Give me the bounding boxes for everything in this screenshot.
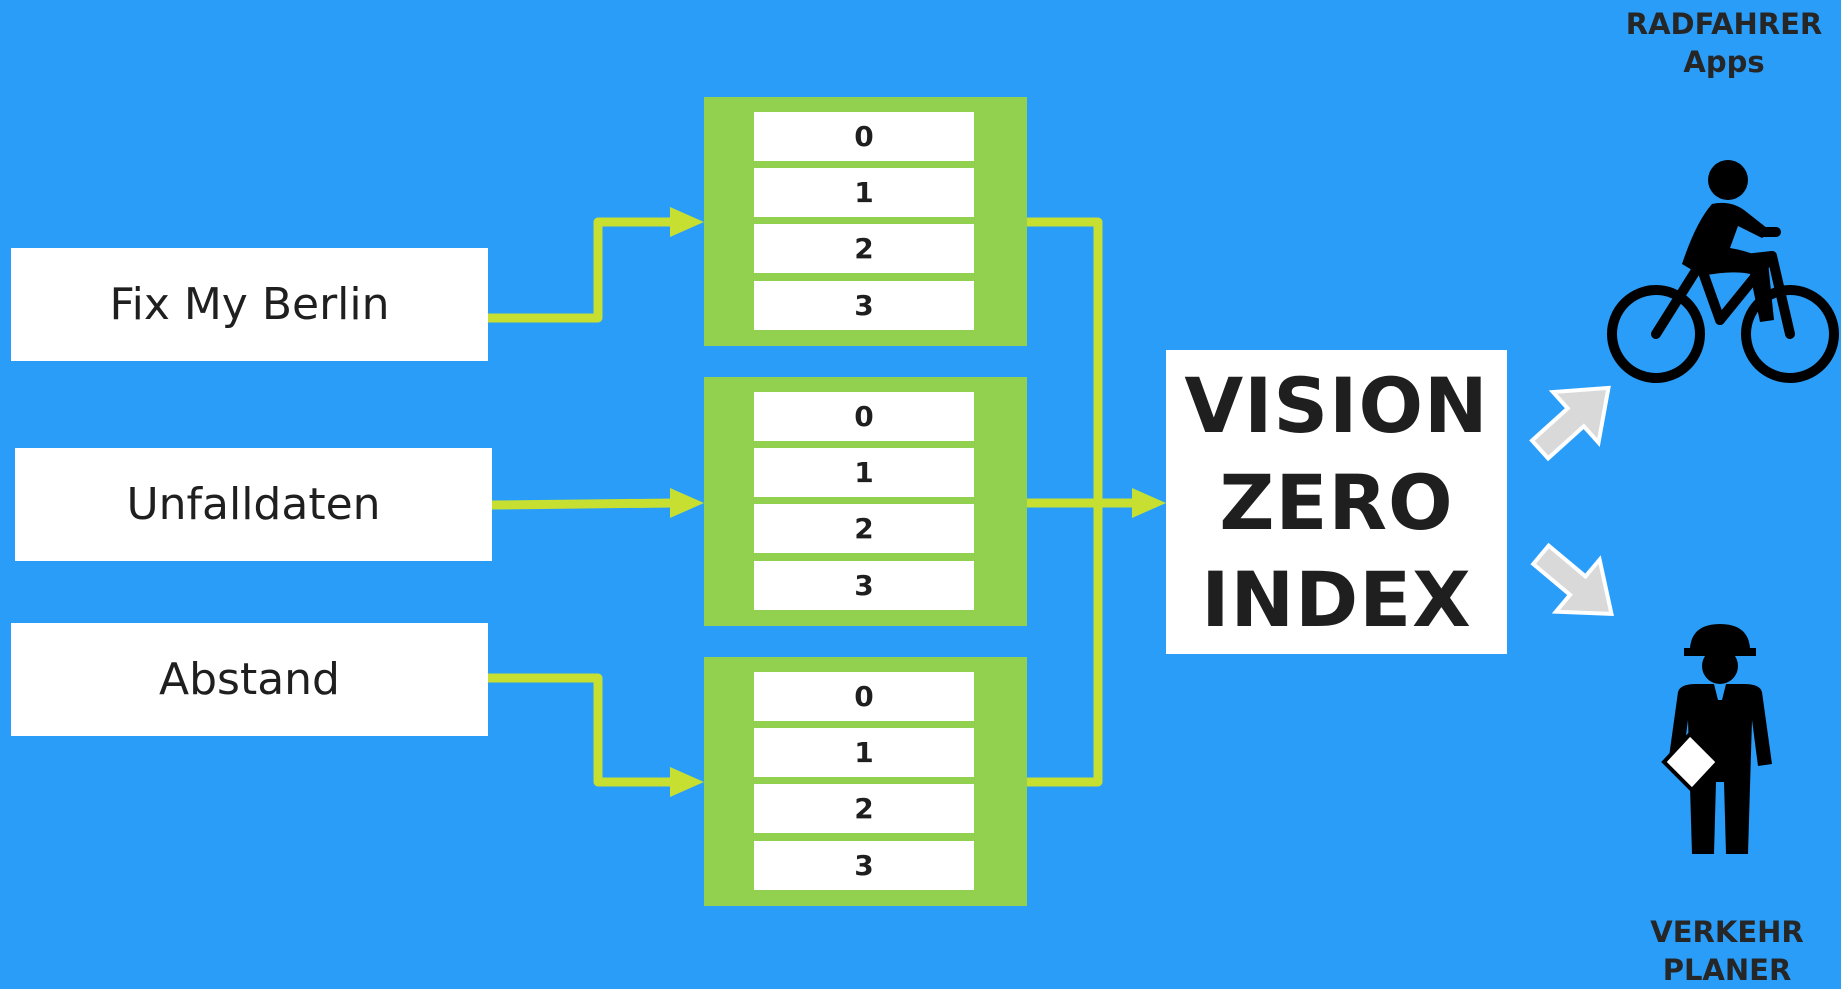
source-label: Abstand [159, 654, 340, 705]
output-arrow-down-icon [1530, 542, 1614, 617]
scale-block-1: 0 1 2 3 [704, 97, 1027, 346]
source-label: Unfalldaten [126, 479, 381, 530]
output-arrow-up-icon [1529, 385, 1611, 462]
planners-caption-line1: VERKEHR [1650, 915, 1804, 949]
scale-level: 1 [754, 168, 974, 217]
scale-block-2: 0 1 2 3 [704, 377, 1027, 626]
cyclists-caption-line1: RADFAHRER [1625, 7, 1823, 41]
scale-level: 1 [754, 728, 974, 777]
index-title-line: INDEX [1201, 554, 1472, 644]
connector-fixmyberlin [488, 217, 676, 323]
scale-level: 0 [754, 392, 974, 441]
source-label: Fix My Berlin [109, 279, 390, 330]
planners-caption-line2: PLANER [1662, 953, 1792, 987]
connector-unfalldaten [491, 498, 677, 510]
cyclists-caption: RADFAHRER Apps [1604, 5, 1841, 81]
connector-abstand [488, 673, 676, 787]
source-unfalldaten: Unfalldaten [15, 448, 492, 561]
vision-zero-index-box: VISION ZERO INDEX [1166, 350, 1507, 654]
traffic-planner-icon [1661, 624, 1772, 854]
scale-level: 1 [754, 448, 974, 497]
scale-level: 2 [754, 504, 974, 553]
scale-block-3: 0 1 2 3 [704, 657, 1027, 906]
planners-caption: VERKEHR PLANER [1607, 913, 1841, 989]
cyclist-icon [1607, 160, 1839, 383]
scale-level: 3 [754, 841, 974, 890]
arrowhead-block3 [670, 767, 704, 797]
cyclists-caption-line2: Apps [1683, 45, 1765, 79]
scale-level: 0 [754, 112, 974, 161]
scale-level: 0 [754, 672, 974, 721]
scale-level: 3 [754, 561, 974, 610]
scale-level: 2 [754, 784, 974, 833]
index-title-line: ZERO [1219, 457, 1454, 547]
scale-level: 2 [754, 224, 974, 273]
scale-level: 3 [754, 281, 974, 330]
index-title-line: VISION [1184, 360, 1489, 450]
source-fix-my-berlin: Fix My Berlin [11, 248, 488, 361]
arrowhead-index [1132, 488, 1166, 518]
arrowhead-block1 [670, 207, 704, 237]
arrowhead-block2 [670, 488, 704, 518]
source-abstand: Abstand [11, 623, 488, 736]
